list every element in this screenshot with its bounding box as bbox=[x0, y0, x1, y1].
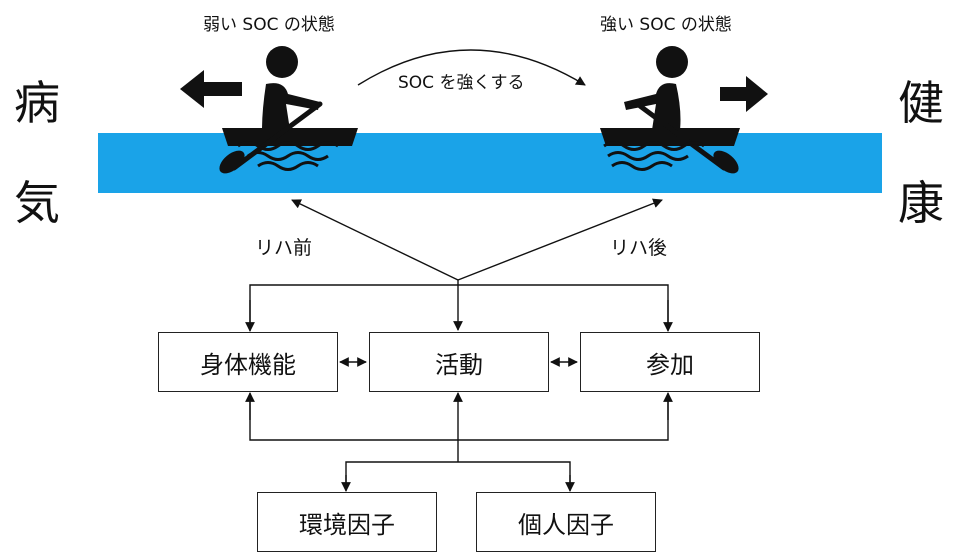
activity-box: 活動 bbox=[369, 332, 549, 392]
arrow-to-after bbox=[457, 198, 663, 281]
participation-box: 参加 bbox=[580, 332, 760, 392]
after-rehab-label: リハ後 bbox=[610, 237, 668, 259]
soc-strengthen-label: SOC を強くする bbox=[398, 73, 525, 93]
before-rehab-label: リハ前 bbox=[255, 237, 313, 259]
right-rower-icon bbox=[600, 46, 740, 174]
body-function-box: 身体機能 bbox=[158, 332, 338, 392]
left-direction-arrow bbox=[180, 70, 242, 108]
lower-horizontal-line bbox=[249, 395, 669, 441]
personal-factors-box: 個人因子 bbox=[476, 492, 656, 552]
illness-char-2: 気 bbox=[14, 176, 60, 230]
strong-soc-label: 強い SOC の状態 bbox=[600, 15, 732, 35]
weak-soc-label: 弱い SOC の状態 bbox=[203, 15, 335, 35]
environmental-factors-box: 環境因子 bbox=[257, 492, 437, 552]
hub-horizontal-line bbox=[249, 284, 669, 330]
health-char-2: 康 bbox=[898, 176, 944, 230]
factors-line bbox=[345, 461, 571, 490]
water-band bbox=[98, 133, 882, 193]
health-char-1: 健 bbox=[898, 76, 944, 130]
arrow-to-before bbox=[291, 199, 459, 281]
soc-curve-arrow bbox=[357, 49, 586, 86]
left-rower-icon bbox=[219, 46, 358, 174]
right-direction-arrow bbox=[720, 76, 768, 112]
illness-char-1: 病 bbox=[14, 76, 60, 130]
